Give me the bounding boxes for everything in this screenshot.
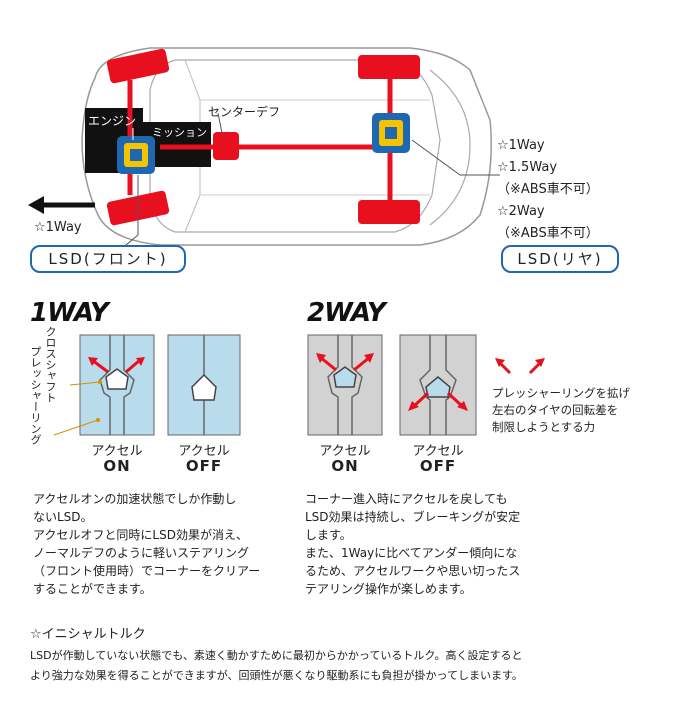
one-way-on-state: ON xyxy=(103,457,131,475)
two-way-off-accel: アクセル xyxy=(412,444,464,459)
rear-lsd-box: LSD(リヤ) xyxy=(501,245,619,273)
rear-left-wheel xyxy=(358,55,420,79)
rear-option: ☆1Way xyxy=(497,138,545,153)
rear-window-outline xyxy=(429,69,471,226)
initial-torque-text: LSDが作動していない状態でも、素速く動かすために最初からかかっているトルク。高… xyxy=(30,646,670,686)
two-way-on-state: ON xyxy=(331,457,359,475)
car-roof-outline xyxy=(149,59,441,233)
front-lsd-box: LSD(フロント) xyxy=(30,245,186,273)
force-legend-text: プレッシャーリングを拡げ 左右のタイヤの回転差を 制限しようとする力 xyxy=(492,385,630,436)
torque-line: LSDが作動していない状態でも、素速く動かすために最初からかかっているトルク。高… xyxy=(30,649,523,662)
desc-line: テアリング操作が楽しめます。 xyxy=(305,582,472,596)
legend-line: 制限しようとする力 xyxy=(492,420,596,434)
desc-line: （フロント使用時）でコーナーをクリアー xyxy=(33,564,261,578)
desc-line: ないLSD。 xyxy=(33,510,93,524)
legend-line: 左右のタイヤの回転差を xyxy=(492,403,619,417)
desc-line: LSD効果は持続し、ブレーキングが安定 xyxy=(305,510,521,524)
cross-shaft-label: クロスシャフト xyxy=(44,326,57,403)
two-way-title: 2WAY xyxy=(307,298,386,328)
center-diff xyxy=(213,132,239,160)
torque-line: より強力な効果を得ることができますが、回頭性が悪くなり駆動系にも負担が掛かってし… xyxy=(30,669,523,682)
initial-torque-heading: ☆イニシャルトルク xyxy=(30,627,146,642)
front-left-wheel xyxy=(106,48,170,84)
desc-line: また、1Wayに比べてアンダー傾向にな xyxy=(305,546,518,560)
two-way-off-state: OFF xyxy=(419,457,457,475)
one-way-off-state: OFF xyxy=(185,457,223,475)
rear-option: ☆2Way xyxy=(497,204,545,219)
center-diff-label: センターデフ xyxy=(208,105,281,119)
rear-option: （※ABS車不可） xyxy=(497,226,599,241)
one-way-description: アクセルオンの加速状態でしか作動し ないLSD。 アクセルオフと同時にLSD効果… xyxy=(33,490,303,598)
mission-label: ミッション xyxy=(152,126,207,139)
desc-line: することができます。 xyxy=(33,582,152,596)
one-way-off-accel: アクセル xyxy=(178,444,230,459)
engine-label: エンジン xyxy=(88,114,137,128)
rear-option: ☆1.5Way xyxy=(497,160,558,175)
front-way-label: ☆1Way xyxy=(34,220,82,235)
rear-right-wheel xyxy=(358,200,420,224)
two-way-on-accel: アクセル xyxy=(319,444,371,459)
one-way-on-panel xyxy=(79,334,155,436)
desc-line: コーナー進入時にアクセルを戻しても xyxy=(305,492,508,506)
two-way-on-panel xyxy=(307,334,383,436)
force-legend-arrows xyxy=(495,358,545,375)
two-way-off-panel xyxy=(399,334,477,436)
desc-line: るため、アクセルワークや思い切ったス xyxy=(305,564,521,578)
desc-line: します。 xyxy=(305,528,352,542)
desc-line: アクセルオフと同時にLSD効果が消え、 xyxy=(33,528,248,542)
way-diagrams xyxy=(53,334,545,436)
one-way-title: 1WAY xyxy=(30,298,109,328)
pressure-ring-label: プレッシャーリング xyxy=(29,346,42,445)
legend-line: プレッシャーリングを拡げ xyxy=(492,386,630,400)
desc-line: ノーマルデフのように軽いステアリング xyxy=(33,546,250,560)
rear-option: （※ABS車不可） xyxy=(497,182,599,197)
one-way-on-accel: アクセル xyxy=(91,444,143,459)
desc-line: アクセルオンの加速状態でしか作動し xyxy=(33,492,237,506)
two-way-description: コーナー進入時にアクセルを戻しても LSD効果は持続し、ブレーキングが安定 しま… xyxy=(305,490,575,598)
one-way-off-panel xyxy=(167,334,241,436)
car-diagram xyxy=(28,47,500,251)
rear-options-list: ☆1Way ☆1.5Way （※ABS車不可） ☆2Way （※ABS車不可） xyxy=(497,135,599,245)
